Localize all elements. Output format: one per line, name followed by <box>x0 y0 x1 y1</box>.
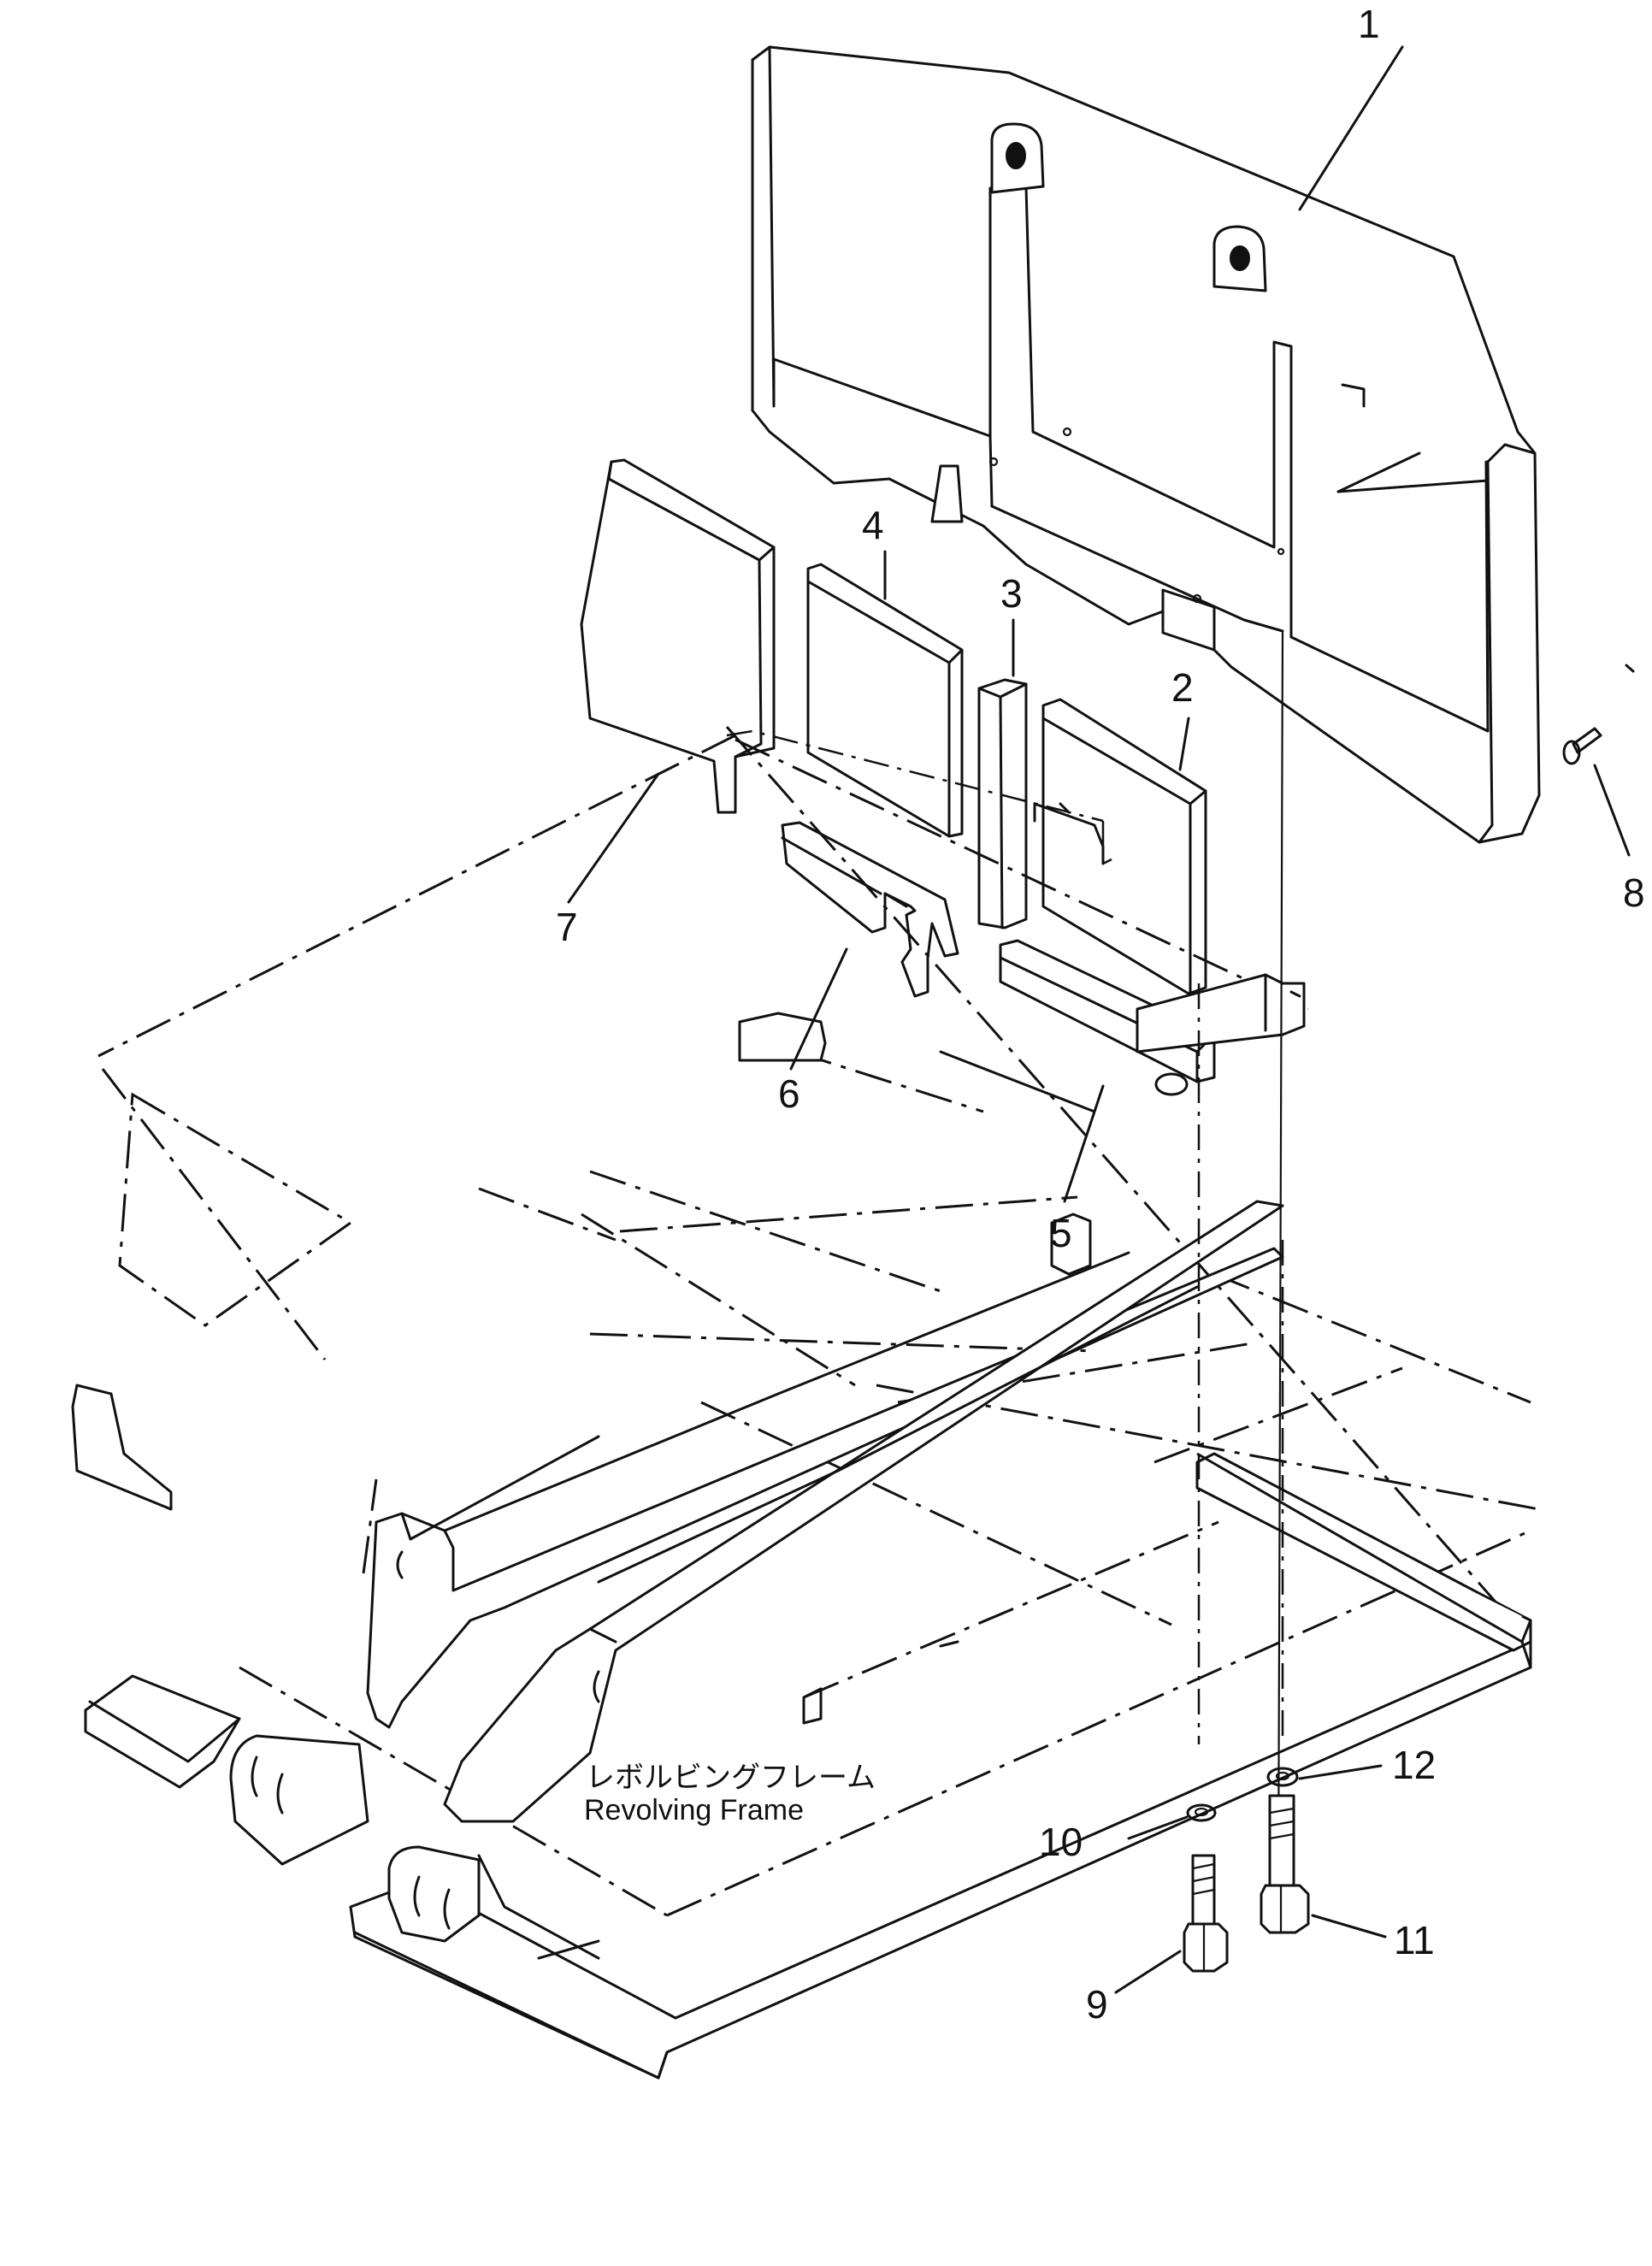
callout-1: 1 <box>1358 2 1380 46</box>
callout-9: 9 <box>1086 1982 1108 2027</box>
plate-part-2 <box>1041 698 1207 995</box>
callout-7: 7 <box>556 905 578 949</box>
plate-part-7 <box>580 458 776 814</box>
callout-12: 12 <box>1392 1743 1436 1787</box>
frame-label-japanese: レボルビングフレーム <box>586 1761 876 1794</box>
counterweight-part-1 <box>751 45 1541 844</box>
screw-part-8 <box>1562 664 1635 765</box>
callout-8: 8 <box>1623 870 1645 915</box>
frame-label: レボルビングフレーム Revolving Frame <box>584 1761 876 1826</box>
bar-part-3 <box>977 678 1028 929</box>
callout-labels: 1 2 3 4 5 6 7 8 9 10 11 12 <box>556 2 1645 2027</box>
callout-3: 3 <box>1000 571 1023 616</box>
callout-2: 2 <box>1171 665 1194 710</box>
callout-5: 5 <box>1050 1211 1072 1255</box>
washer-part-10 <box>1186 1803 1217 1822</box>
mounting-centerlines <box>1197 631 1284 1891</box>
callout-11: 11 <box>1394 1918 1435 1962</box>
callout-4: 4 <box>862 503 884 547</box>
bracket-part-6 <box>781 821 959 998</box>
callout-6: 6 <box>778 1071 800 1116</box>
leader-lines <box>567 45 1631 1994</box>
washer-part-12 <box>1266 1767 1299 1787</box>
frame-label-english: Revolving Frame <box>584 1794 804 1826</box>
bolt-part-9 <box>1183 1854 1229 1973</box>
revolving-frame <box>71 726 1540 2080</box>
bolt-part-11 <box>1260 1794 1310 1934</box>
plate-part-4 <box>806 563 964 838</box>
callout-10: 10 <box>1039 1820 1083 1864</box>
